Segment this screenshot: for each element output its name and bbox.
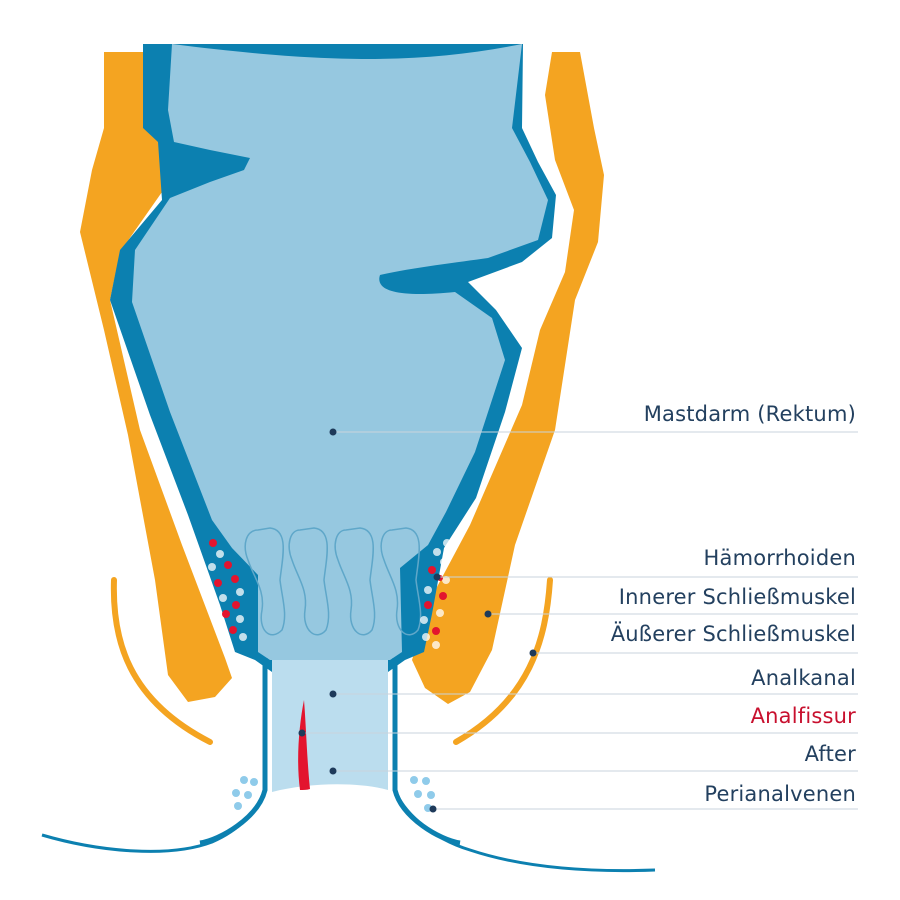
hemorrhoid-dots-left [208, 539, 247, 641]
marker-innerer [484, 610, 492, 618]
label-innerer-schliessmuskel: Innerer Schließmuskel [618, 585, 856, 609]
label-analfissur: Analfissur [750, 704, 856, 728]
anal-fissure [298, 700, 310, 790]
marker-aeusserer [529, 649, 537, 657]
label-analkanal: Analkanal [751, 666, 856, 690]
label-rektum: Mastdarm (Rektum) [643, 402, 856, 426]
outer-sphincter-left [80, 52, 232, 702]
perianal-vein-dots-left [232, 776, 258, 810]
marker-rektum [329, 428, 337, 436]
levator-arc-right [453, 577, 553, 745]
label-haemorrhoiden: Hämorrhoiden [703, 546, 856, 570]
marker-haemorrhoiden [433, 573, 441, 581]
skin-line-right [393, 789, 656, 873]
label-after: After [804, 742, 856, 766]
leader-lines [302, 431, 858, 810]
levator-arc-left [110, 577, 213, 745]
outer-sphincter-right [412, 52, 604, 704]
marker-analkanal [329, 690, 337, 698]
skin-line [41, 789, 267, 853]
rectum-lumen [132, 44, 548, 660]
anal-columns [244, 527, 422, 636]
marker-dots [298, 428, 537, 813]
marker-perianal [429, 805, 437, 813]
marker-after [329, 767, 337, 775]
label-perianalvenen: Perianalvenen [704, 782, 856, 806]
marker-analfissur [298, 729, 306, 737]
label-aeusserer-schliessmuskel: Äußerer Schließmuskel [610, 622, 856, 646]
